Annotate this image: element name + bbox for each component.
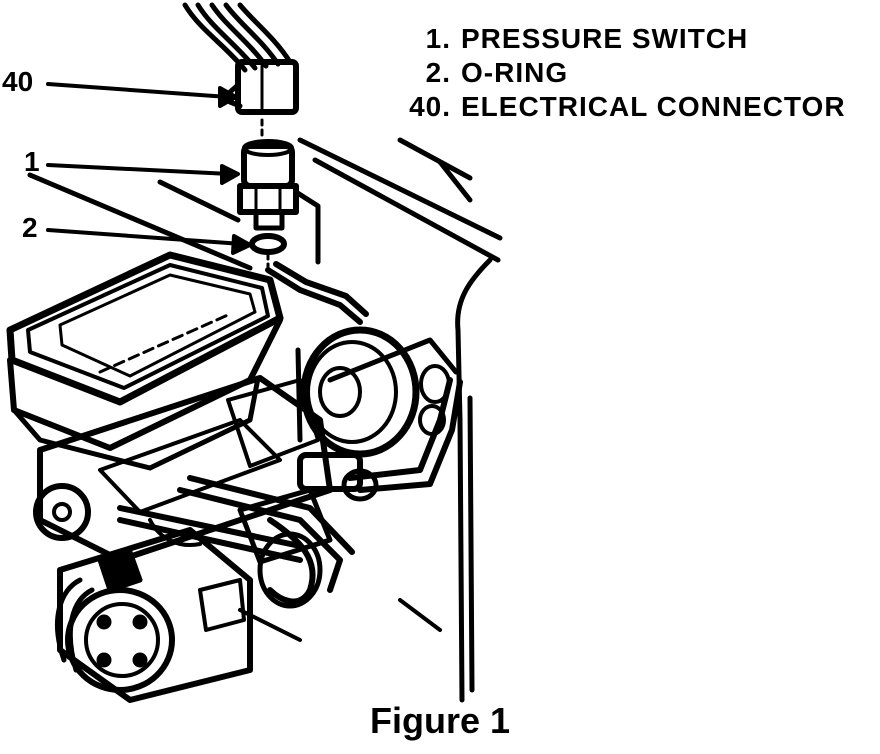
pressure-switch xyxy=(237,139,299,231)
o-ring xyxy=(249,233,287,270)
callout-40: 40 xyxy=(2,66,34,97)
vacuum-booster xyxy=(295,326,451,458)
pump-motor-assembly xyxy=(55,517,323,703)
legend-row: 1. PRESSURE SWITCH xyxy=(385,22,846,56)
legend-number: 1. xyxy=(425,23,451,54)
leader-lines xyxy=(46,82,252,255)
electrical-connector xyxy=(182,2,299,142)
callout-1: 1 xyxy=(24,146,40,177)
legend-number: 2. xyxy=(425,57,451,88)
legend-row: 40. ELECTRICAL CONNECTOR xyxy=(385,90,846,124)
brake-lines xyxy=(117,261,463,593)
proportioning-valve xyxy=(237,452,379,565)
legend-label: PRESSURE SWITCH xyxy=(461,23,749,54)
figure-caption: Figure 1 xyxy=(369,700,511,741)
master-cylinder-reservoir xyxy=(6,251,284,471)
legend-label: O-RING xyxy=(461,57,569,88)
parts-legend: 1. PRESSURE SWITCH 2. O-RING 40. ELECTRI… xyxy=(385,22,846,124)
body-seam xyxy=(238,598,442,642)
legend-label: ELECTRICAL CONNECTOR xyxy=(461,91,846,122)
legend-number: 40. xyxy=(409,91,451,122)
legend-row: 2. O-RING xyxy=(385,56,846,90)
callout-2: 2 xyxy=(22,212,38,243)
body-panel xyxy=(27,137,503,703)
